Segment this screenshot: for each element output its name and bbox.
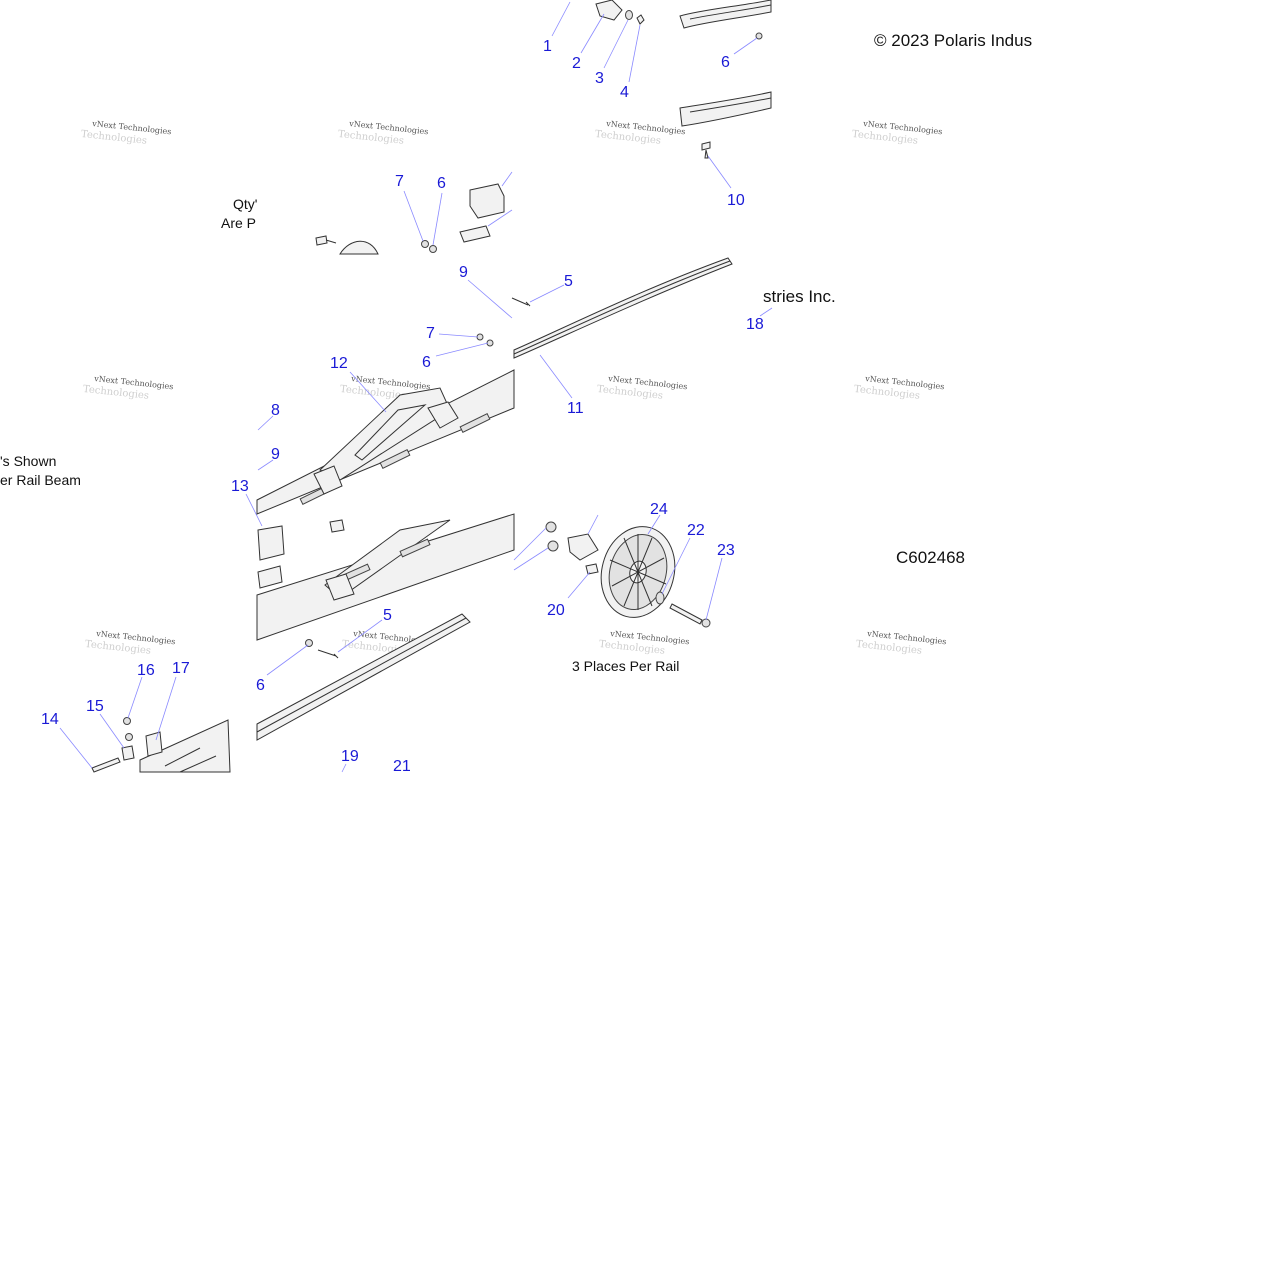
callout-9: 9 xyxy=(271,446,280,463)
idler-wheel-part xyxy=(600,526,676,618)
mount-block-part xyxy=(313,465,343,495)
callout-9: 9 xyxy=(459,264,468,281)
washer-part xyxy=(625,10,633,20)
clip-13-part xyxy=(257,565,283,589)
block-13-part xyxy=(257,525,285,561)
screw-5-part xyxy=(511,297,531,307)
bolt-part xyxy=(315,235,337,246)
callout-15: 15 xyxy=(86,698,104,715)
diagram-code: C602468 xyxy=(896,548,965,567)
callout-23: 23 xyxy=(717,542,735,559)
leader-lines xyxy=(59,1,773,773)
bolt-20-part xyxy=(585,563,599,575)
callout-7: 7 xyxy=(426,325,435,342)
parts-artwork xyxy=(91,0,772,773)
callout-19: 19 xyxy=(341,748,359,765)
callout-labels: 1 2 3 4 6 10 7 6 9 5 18 7 12 6 11 8 9 13… xyxy=(41,38,764,775)
callout-5: 5 xyxy=(383,607,392,624)
callout-21: 21 xyxy=(393,758,411,775)
callout-16: 16 xyxy=(137,662,155,679)
washer-6d-part xyxy=(305,639,313,647)
callout-17: 17 xyxy=(172,660,190,677)
bolt-14-part xyxy=(91,757,121,773)
callout-6: 6 xyxy=(437,175,446,192)
clip-part xyxy=(459,225,491,243)
callout-24: 24 xyxy=(650,501,668,518)
copyright-text: © 2023 Polaris Indus xyxy=(874,31,1032,50)
callout-18: 18 xyxy=(746,316,764,333)
main-rail-beam xyxy=(513,257,733,359)
washer-16-part xyxy=(123,717,131,725)
spacer-20-part xyxy=(567,533,599,561)
block-part xyxy=(469,183,505,219)
bolt-23-head xyxy=(701,618,711,628)
washer-6-part xyxy=(429,245,437,253)
shown-note-line1: 's Shown xyxy=(0,453,56,469)
rail-end-lower-inner xyxy=(689,97,772,113)
spacer-15-part xyxy=(121,745,135,761)
nut-16-part xyxy=(125,733,133,741)
nut-part xyxy=(636,14,645,25)
nut-7-part xyxy=(421,240,429,248)
bolt-lower-part xyxy=(329,519,345,533)
wheel-edge-part xyxy=(339,240,379,255)
callout-20: 20 xyxy=(547,602,565,619)
callout-5: 5 xyxy=(564,273,573,290)
places-note: 3 Places Per Rail xyxy=(572,658,679,674)
qty-note-line1: Qty' xyxy=(233,196,257,212)
washer-22-part xyxy=(655,591,665,605)
lower-rail-slot xyxy=(399,538,431,558)
slide-strip-21 xyxy=(256,613,471,741)
bolt-23-part xyxy=(669,603,703,625)
shown-note-line2: er Rail Beam xyxy=(0,472,81,488)
plate-17-part xyxy=(145,731,163,757)
callout-22: 22 xyxy=(687,522,705,539)
callout-4: 4 xyxy=(620,84,629,101)
rail-end-14-slot xyxy=(164,747,217,773)
callout-14: 14 xyxy=(41,711,59,728)
callout-8: 8 xyxy=(271,402,280,419)
callout-13: 13 xyxy=(231,478,249,495)
callout-1: 1 xyxy=(543,38,552,55)
callout-10: 10 xyxy=(727,192,745,209)
rail-12-gusset-inner xyxy=(354,404,427,461)
rail-12-slot xyxy=(459,413,491,433)
rail-end-top-inner xyxy=(689,4,772,20)
callout-2: 2 xyxy=(572,55,581,72)
nut-cluster-part xyxy=(545,521,557,533)
mount-block-lower xyxy=(325,573,355,601)
nut-cluster-part xyxy=(547,540,559,552)
screw-head-part xyxy=(755,32,763,40)
callout-6: 6 xyxy=(721,54,730,71)
rail-end-top xyxy=(679,0,772,29)
callout-3: 3 xyxy=(595,70,604,87)
bracket-part xyxy=(595,0,623,21)
rail-12-slot xyxy=(379,449,411,469)
mount-block-part xyxy=(427,401,459,429)
callout-7: 7 xyxy=(395,173,404,190)
callout-12: 12 xyxy=(330,355,348,372)
slide-strip-edge xyxy=(256,617,467,733)
callout-6: 6 xyxy=(256,677,265,694)
callout-11: 11 xyxy=(567,400,584,417)
main-rail-edge xyxy=(513,260,731,355)
screw-5b-part xyxy=(317,649,339,659)
qty-note-line2: Are P xyxy=(221,215,256,231)
copyright-tail-text: stries Inc. xyxy=(763,287,836,306)
bolt-10-part xyxy=(701,141,711,159)
rail-end-14 xyxy=(139,719,231,773)
callout-6: 6 xyxy=(422,354,431,371)
rail-end-lower xyxy=(679,91,772,127)
